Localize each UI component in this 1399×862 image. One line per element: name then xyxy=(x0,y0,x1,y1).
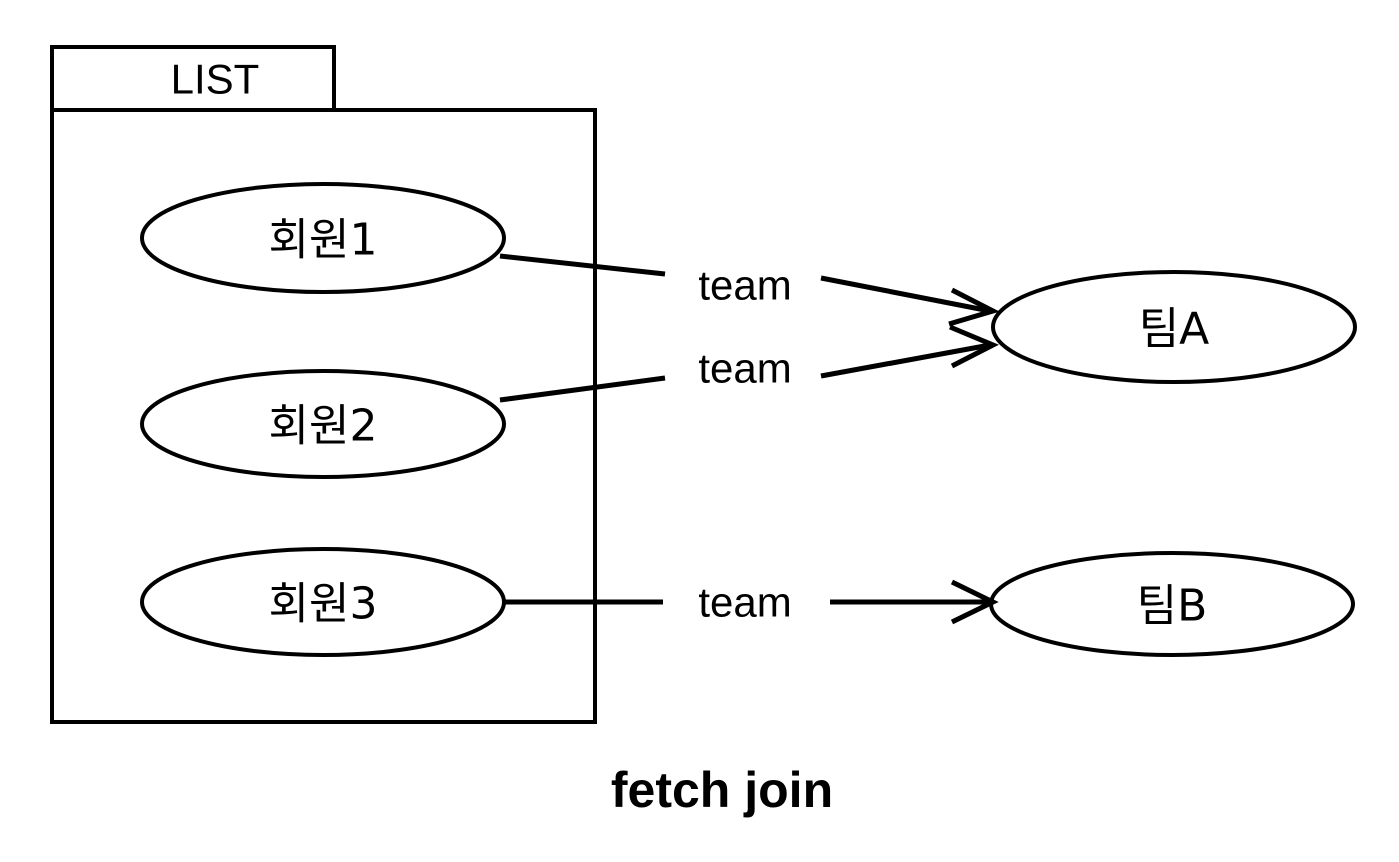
member-node-3-ellipse xyxy=(140,547,506,657)
arrow-team2-to-teamA xyxy=(820,324,999,379)
list-container-tab-label: LIST xyxy=(171,56,260,103)
edge-label-team-3: team xyxy=(698,579,791,626)
connector-member1-to-team-label xyxy=(499,253,666,277)
member-node-2[interactable]: 회원2 xyxy=(140,369,506,479)
diagram-caption: fetch join xyxy=(611,762,833,818)
team-node-a[interactable]: 팀A xyxy=(991,270,1357,384)
arrow-head-teamA-lower xyxy=(949,324,999,369)
team-node-a-label: 팀A xyxy=(1139,304,1210,355)
member-node-2-ellipse xyxy=(140,369,506,479)
edge-label-team-1: team xyxy=(698,262,791,309)
arrow-team1-to-teamA xyxy=(820,275,1000,327)
team-node-a-ellipse xyxy=(991,270,1357,384)
member-node-1-ellipse xyxy=(140,182,506,294)
connector-member2-to-team-label xyxy=(499,375,666,403)
arrow-head-teamA-upper xyxy=(948,287,1000,327)
member-node-1[interactable]: 회원1 xyxy=(140,182,506,294)
team-node-b-label: 팀B xyxy=(1137,581,1208,632)
member-node-3[interactable]: 회원3 xyxy=(140,547,506,657)
member-node-1-label: 회원1 xyxy=(269,215,378,266)
arrow-team3-to-teamB xyxy=(830,579,999,625)
edge-label-team-2: team xyxy=(698,345,791,392)
member-node-3-label: 회원3 xyxy=(269,579,378,630)
team-node-b[interactable]: 팀B xyxy=(989,551,1355,657)
team-node-b-ellipse xyxy=(989,551,1355,657)
member-node-2-label: 회원2 xyxy=(269,401,378,452)
